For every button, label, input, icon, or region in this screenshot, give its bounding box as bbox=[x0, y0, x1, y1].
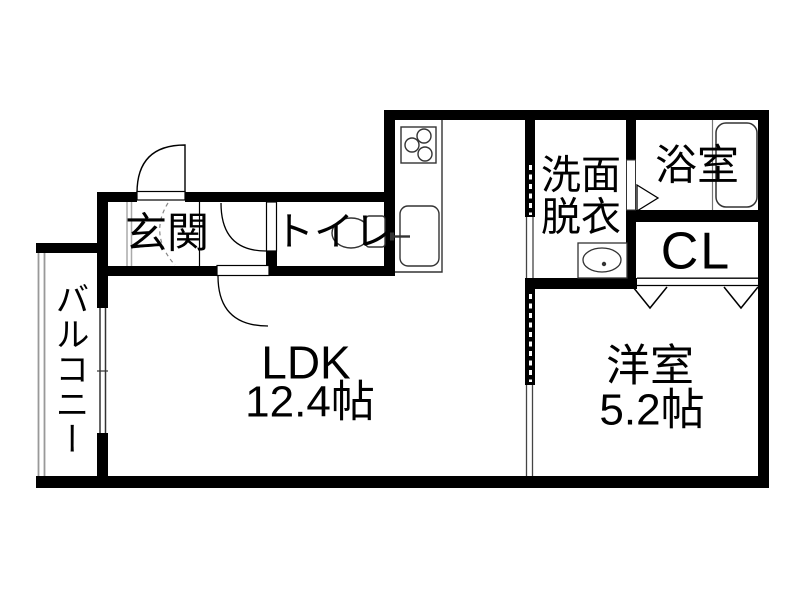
washbasin-bowl bbox=[582, 247, 622, 273]
bathroom-label: 浴室 bbox=[654, 141, 740, 189]
doors bbox=[136, 144, 660, 327]
walls bbox=[36, 110, 769, 488]
closet-bifold-chevron bbox=[723, 286, 759, 310]
ldk-label: LDK bbox=[261, 336, 351, 389]
wall-bath-divider-bottom bbox=[626, 210, 636, 289]
wall-toilet-stub bbox=[266, 251, 277, 276]
bathroom-door-panel bbox=[626, 159, 636, 211]
stove-burner bbox=[416, 128, 432, 144]
bathroom-door-fold-symbol bbox=[636, 183, 660, 213]
washroom-label-line2: 脱衣 bbox=[541, 196, 621, 240]
fixtures bbox=[331, 120, 758, 279]
closet-bifold-chevron bbox=[632, 286, 668, 310]
washbasin-drain bbox=[601, 261, 607, 267]
wall-strip-bottom-left bbox=[97, 266, 218, 276]
closet-doors bbox=[632, 277, 759, 310]
washroom-label: 洗面 脱衣 bbox=[541, 153, 621, 240]
wall-washroom-left-solid bbox=[525, 120, 535, 163]
entrance-door-swing-arc bbox=[136, 144, 186, 194]
ldk-area-label: 12.4帖 bbox=[245, 377, 375, 427]
washroom-label-line1: 洗面 bbox=[541, 153, 621, 198]
wall-bath-closet-divider bbox=[626, 210, 769, 222]
western-room-area-label: 5.2帖 bbox=[599, 385, 705, 435]
sliding-door-washroom bbox=[524, 217, 536, 278]
windows bbox=[37, 253, 108, 476]
closet-label: CL bbox=[660, 222, 732, 281]
toilet-label: トイレ bbox=[274, 209, 394, 254]
wall-entrance-top-left bbox=[97, 192, 137, 202]
bathtub bbox=[715, 122, 758, 208]
wall-balcony-top bbox=[36, 243, 97, 253]
wall-strip-bottom-right bbox=[268, 266, 395, 276]
sliding-door-western bbox=[524, 385, 536, 476]
entrance-details bbox=[126, 202, 201, 266]
toilet-door-leaf bbox=[265, 201, 278, 252]
wall-washroom-bottom bbox=[525, 278, 637, 289]
wall-left-lower bbox=[97, 433, 108, 476]
toilet-tank bbox=[365, 215, 386, 248]
hall-ldk-door-swing-arc bbox=[217, 275, 269, 327]
wall-left-upper bbox=[97, 192, 108, 308]
wall-bottom bbox=[36, 476, 769, 488]
wall-kitchen-toilet-divider bbox=[384, 120, 395, 276]
wall-washroom-left-dashed bbox=[525, 163, 535, 217]
kitchen-counter-outline bbox=[395, 120, 443, 273]
balcony-label: バルコニー bbox=[50, 281, 89, 457]
stove-burner bbox=[417, 146, 433, 162]
wall-kitchen-top bbox=[384, 110, 769, 120]
wall-entrance-top-right bbox=[185, 192, 395, 202]
entrance-door-inner-swing-dashed bbox=[159, 202, 176, 266]
stove-burner bbox=[404, 137, 420, 153]
hall-ldk-door-leaf bbox=[216, 264, 270, 277]
wall-right bbox=[758, 110, 769, 488]
sliding-doors bbox=[524, 217, 536, 476]
entrance-door-leaf bbox=[136, 190, 186, 201]
kitchen-faucet bbox=[390, 232, 394, 241]
entrance-label: 玄関 bbox=[124, 209, 210, 257]
western-room-label: 洋室 bbox=[606, 341, 694, 391]
wall-bath-divider-top bbox=[626, 120, 636, 160]
toilet-door-swing-arc bbox=[220, 202, 267, 252]
